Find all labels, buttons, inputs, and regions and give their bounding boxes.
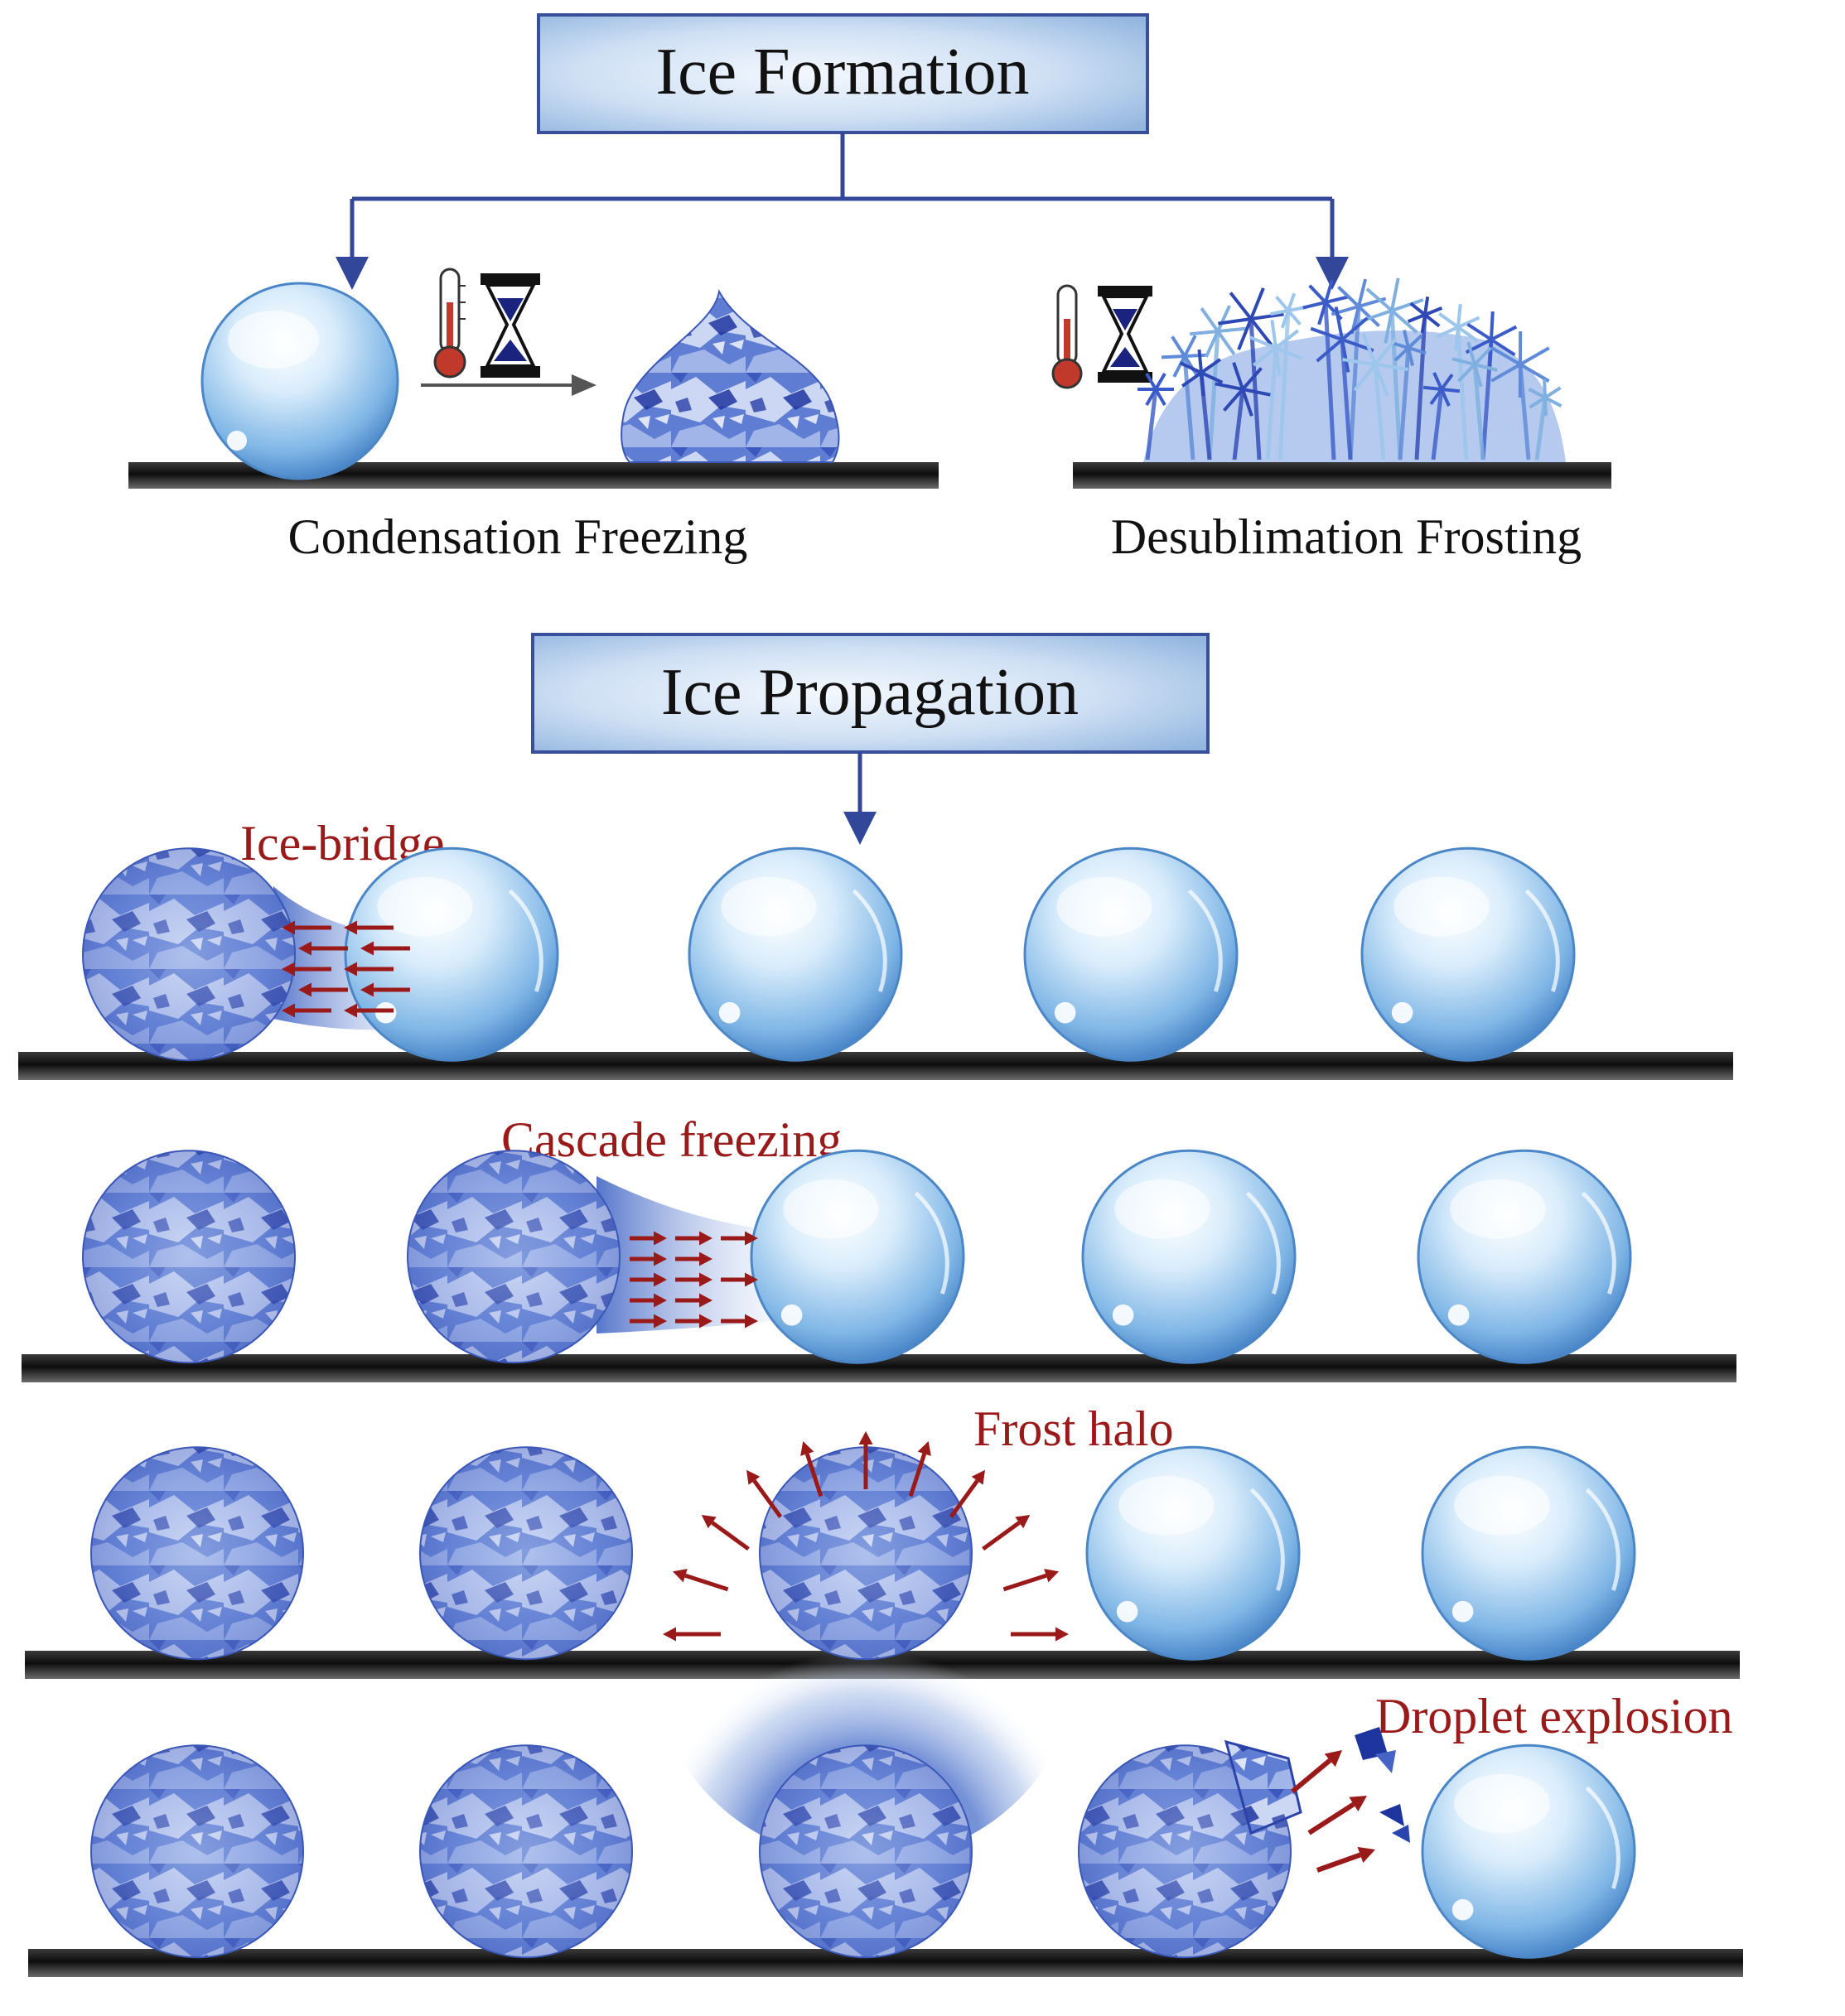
frozen-droplet [91, 1745, 303, 1957]
frost-spike [1218, 331, 1234, 354]
frost-spike [1218, 329, 1246, 331]
water-droplet [1362, 848, 1574, 1060]
frost-spike [1338, 287, 1359, 306]
frost-spike [1172, 336, 1185, 356]
frost-spike [1230, 293, 1251, 319]
ice-propagation-box: Ice Propagation [533, 634, 1208, 752]
frost-spike [1201, 308, 1218, 331]
frost-spike [1310, 286, 1326, 302]
frost-crystals [1137, 278, 1566, 462]
ice-formation-box: Ice Formation [539, 15, 1147, 133]
water-droplet [689, 848, 901, 1060]
water-droplet [345, 848, 558, 1060]
frost-spike [1156, 374, 1165, 389]
frozen-droplet [420, 1447, 632, 1659]
frost-spike [1544, 379, 1545, 398]
arrow-to-condensation [336, 257, 369, 290]
hourglass-icon [481, 273, 540, 378]
frost-spike [1491, 327, 1516, 340]
propagation-row [18, 848, 1733, 1080]
hourglass-icon [1098, 286, 1152, 383]
frost-spike [1425, 315, 1439, 326]
ice-fragment [1379, 1804, 1404, 1826]
explosion-label: Droplet explosion [1375, 1689, 1733, 1744]
frost-spike [1392, 311, 1417, 332]
ice-fragment [1392, 1825, 1410, 1843]
water-droplet [1083, 1150, 1295, 1362]
frost-spike [1251, 314, 1284, 319]
frost-spike [1303, 302, 1326, 308]
frost-spike [1491, 311, 1493, 340]
condensation-label: Condensation Freezing [288, 509, 748, 564]
water-droplet [202, 283, 398, 479]
frost-spike [1272, 320, 1276, 348]
propagation-connector [843, 752, 877, 845]
water-droplet [751, 1150, 964, 1362]
frost-spike [1425, 297, 1427, 315]
formation-connectors [352, 133, 1332, 265]
frozen-droplet [83, 848, 295, 1060]
frost-spike [1162, 356, 1185, 357]
frozen-droplet [621, 292, 838, 462]
frost-spike [1359, 279, 1365, 306]
propagation-row [22, 1150, 1736, 1382]
water-droplet [1418, 1150, 1630, 1362]
frost-spike [1458, 304, 1461, 327]
frost-spike [1392, 278, 1398, 311]
frost-spike [1326, 280, 1332, 302]
thermometer-icon [435, 269, 466, 377]
frost-spike [1277, 297, 1288, 311]
cascade-front [596, 1176, 775, 1334]
thermometer-icon [1053, 286, 1081, 388]
propagation-rows [18, 848, 1743, 1977]
frost-spike [1326, 297, 1348, 302]
frost-spike [1239, 319, 1251, 350]
frost-spike [1442, 389, 1460, 391]
frost-halo-label: Frost halo [973, 1401, 1174, 1456]
explosion-arrow [1292, 1750, 1342, 1792]
frost-spike [1367, 289, 1392, 311]
frost-spike [1185, 335, 1195, 356]
ice-propagation-title: Ice Propagation [661, 656, 1079, 729]
water-droplet [1025, 848, 1237, 1060]
desublimation-label: Desublimation Frosting [1111, 509, 1582, 564]
propagation-row [28, 1727, 1743, 1977]
frozen-droplet [760, 1745, 972, 1957]
frost-spike [1218, 306, 1229, 331]
frost-spike [1199, 350, 1201, 373]
frost-spike [1520, 348, 1549, 364]
substrate [1073, 462, 1611, 489]
frozen-droplet [408, 1150, 620, 1362]
frost-spike [1190, 331, 1218, 334]
water-droplet [1422, 1447, 1635, 1659]
frozen-droplet [83, 1150, 295, 1362]
frost-spike [1411, 303, 1425, 315]
frozen-droplet [91, 1447, 303, 1659]
desublimation-panel: Desublimation Frosting [1053, 278, 1611, 564]
explosion-arrow [1309, 1796, 1367, 1833]
frost-spike [1185, 355, 1208, 356]
explosion-arrow [1317, 1847, 1375, 1870]
frost-spike [1423, 388, 1442, 389]
water-droplet [1087, 1447, 1299, 1659]
frost-spike [1408, 315, 1425, 321]
ice-formation-title: Ice Formation [656, 36, 1030, 109]
frost-spike [1251, 288, 1263, 319]
water-droplet [1422, 1745, 1635, 1957]
condensation-panel: Condensation Freezing [128, 269, 939, 564]
frozen-droplet [420, 1745, 632, 1957]
frost-spike [1545, 388, 1561, 398]
frost-spike [1439, 314, 1458, 327]
